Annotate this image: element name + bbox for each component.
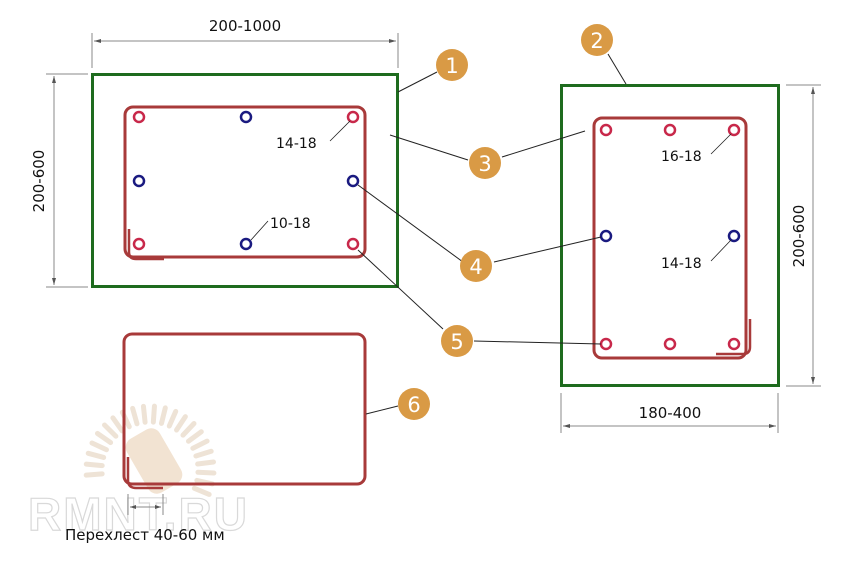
callout-number: 2 (590, 29, 603, 53)
leader-5b (473, 340, 602, 345)
sunburst-ray (110, 415, 125, 434)
sunburst-ray (193, 448, 214, 459)
callout-2: 2 (581, 24, 613, 56)
bar-label-left-corner: 14-18 (276, 136, 317, 152)
callout-4: 4 (460, 250, 492, 282)
secondary-bar (599, 229, 613, 243)
sunburst-ray (185, 429, 204, 444)
main-bar (132, 110, 146, 124)
callout-number: 1 (445, 54, 458, 78)
sunburst-ray (195, 469, 217, 476)
callout-1: 1 (436, 49, 468, 81)
sunburst-ray (158, 405, 168, 426)
leader-3a (389, 134, 469, 161)
callout-badge (398, 388, 430, 420)
sunburst-ray (85, 450, 107, 460)
watermark-roller-icon (125, 428, 183, 494)
sunburst-ray (130, 405, 140, 427)
sunburst-ray (195, 459, 217, 467)
callout-badge (581, 24, 613, 56)
leader-bar-label (329, 120, 351, 142)
leader-lines (357, 53, 627, 415)
overlap-dimension (127, 494, 164, 515)
sunburst-ray (94, 430, 114, 446)
bar-label-left-mid: 10-18 (270, 216, 311, 232)
sunburst-ray (102, 422, 119, 439)
leader-bar-label (250, 220, 269, 241)
sunburst-ray (83, 461, 105, 469)
main-bar (346, 110, 360, 124)
secondary-bar (132, 174, 146, 188)
leader-4b (493, 236, 602, 263)
sunburst-ray (191, 485, 212, 497)
main-bar (599, 337, 613, 351)
stirrup-detail: Перехлест 40-60 мм (65, 332, 367, 544)
sunburst-ray (83, 471, 105, 478)
height-label-right: 200-600 (790, 205, 808, 268)
dimension-width-right (560, 393, 779, 433)
sunburst-ray (89, 440, 109, 453)
stirrup-right (592, 116, 748, 360)
leader-1 (397, 71, 438, 93)
secondary-bar (239, 237, 253, 251)
dimension-width-left (91, 33, 399, 68)
secondary-bar (346, 174, 360, 188)
callout-badge (469, 147, 501, 179)
watermark-sunburst-icon (83, 403, 217, 497)
callout-badge (441, 325, 473, 357)
leader-bar-label (710, 133, 732, 155)
main-bar (132, 237, 146, 251)
height-label-left: 200-600 (30, 150, 48, 213)
secondary-bar (239, 110, 253, 124)
leader-6 (365, 405, 399, 415)
main-bar (663, 337, 677, 351)
section-right: 16-18 14-18 200-600 180-400 (560, 84, 821, 433)
leader-3b (501, 130, 586, 158)
sunburst-ray (150, 403, 157, 425)
callout-3: 3 (469, 147, 501, 179)
leader-5a (357, 249, 444, 330)
stirrup-hook-left (127, 229, 164, 261)
watermark-text: RMNT.RU (28, 488, 249, 540)
concrete-outline-right (560, 84, 780, 387)
bar-label-right-corner: 16-18 (661, 149, 702, 165)
watermark: RMNT.RU (27, 403, 249, 541)
section-left: 200-1000 200-600 14-18 10-18 (30, 17, 399, 288)
main-bar (346, 237, 360, 251)
main-bar (727, 123, 741, 137)
secondary-bar (727, 229, 741, 243)
stirrup-overlap-hook (126, 457, 163, 490)
leader-bar-label (710, 239, 732, 262)
width-label-right: 180-400 (639, 404, 702, 422)
main-bar (727, 337, 741, 351)
callout-5: 5 (441, 325, 473, 357)
callout-6: 6 (398, 388, 430, 420)
dimension-height-right (786, 84, 821, 387)
stirrup-hook-right (716, 319, 752, 356)
leader-2 (607, 53, 627, 85)
callout-number: 4 (469, 255, 482, 279)
dimension-height-left (46, 73, 88, 288)
callout-badge (460, 250, 492, 282)
bar-label-right-mid: 14-18 (661, 256, 702, 272)
callout-number: 5 (450, 330, 463, 354)
concrete-outline-left (91, 73, 399, 288)
sunburst-ray (140, 403, 148, 425)
callout-number: 6 (407, 393, 420, 417)
sunburst-ray (166, 408, 179, 429)
sunburst-ray (180, 421, 197, 438)
width-label-left: 200-1000 (209, 17, 281, 35)
callout-number: 3 (478, 152, 491, 176)
leader-4a (357, 184, 464, 263)
stirrup-shape (122, 332, 367, 486)
overlap-caption: Перехлест 40-60 мм (65, 526, 225, 544)
callout-badge (436, 49, 468, 81)
stirrup-left (123, 105, 367, 259)
sunburst-ray (174, 414, 188, 433)
main-bar (599, 123, 613, 137)
sunburst-ray (190, 438, 210, 451)
main-bar (663, 123, 677, 137)
